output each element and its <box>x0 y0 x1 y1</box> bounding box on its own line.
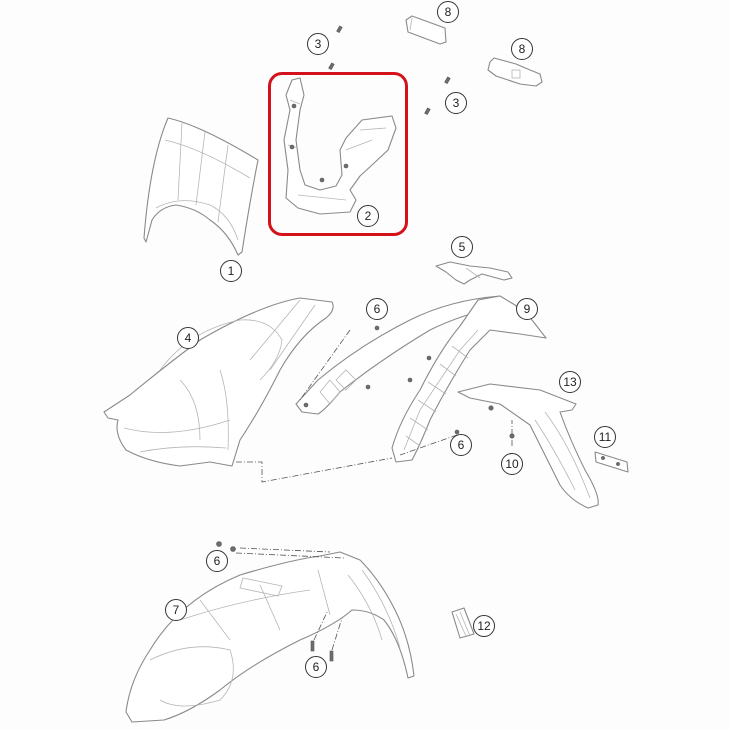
callout-8[interactable]: 8 <box>437 1 459 23</box>
callout-9[interactable]: 9 <box>516 298 538 320</box>
callout-8[interactable]: 8 <box>511 38 533 60</box>
callout-6[interactable]: 6 <box>450 434 472 456</box>
callout-3[interactable]: 3 <box>307 33 329 55</box>
front-fender <box>125 551 415 723</box>
callout-10[interactable]: 10 <box>501 453 523 475</box>
callout-3[interactable]: 3 <box>445 92 467 114</box>
rear-side-panel <box>391 295 547 463</box>
bracket-5 <box>435 261 513 285</box>
fuel-tank-spoiler <box>103 297 334 467</box>
rubber-straps <box>405 15 543 87</box>
headlight-mask <box>143 117 259 256</box>
callout-12[interactable]: 12 <box>473 615 495 637</box>
rear-fender <box>457 383 599 509</box>
leader-lines <box>235 329 513 651</box>
license-plate-reflector <box>594 451 629 473</box>
callout-4[interactable]: 4 <box>177 327 199 349</box>
callout-11[interactable]: 11 <box>594 426 616 448</box>
reflector-12 <box>451 607 475 639</box>
screws-6 <box>216 325 460 662</box>
screws-3 <box>328 25 451 116</box>
callout-6[interactable]: 6 <box>206 550 228 572</box>
callout-13[interactable]: 13 <box>559 371 581 393</box>
callout-1[interactable]: 1 <box>220 260 242 282</box>
headlight-mask-bracket <box>283 77 397 215</box>
callout-6[interactable]: 6 <box>305 656 327 678</box>
callout-6[interactable]: 6 <box>366 298 388 320</box>
callout-7[interactable]: 7 <box>165 599 187 621</box>
callout-5[interactable]: 5 <box>451 236 473 258</box>
callout-2[interactable]: 2 <box>357 205 379 227</box>
